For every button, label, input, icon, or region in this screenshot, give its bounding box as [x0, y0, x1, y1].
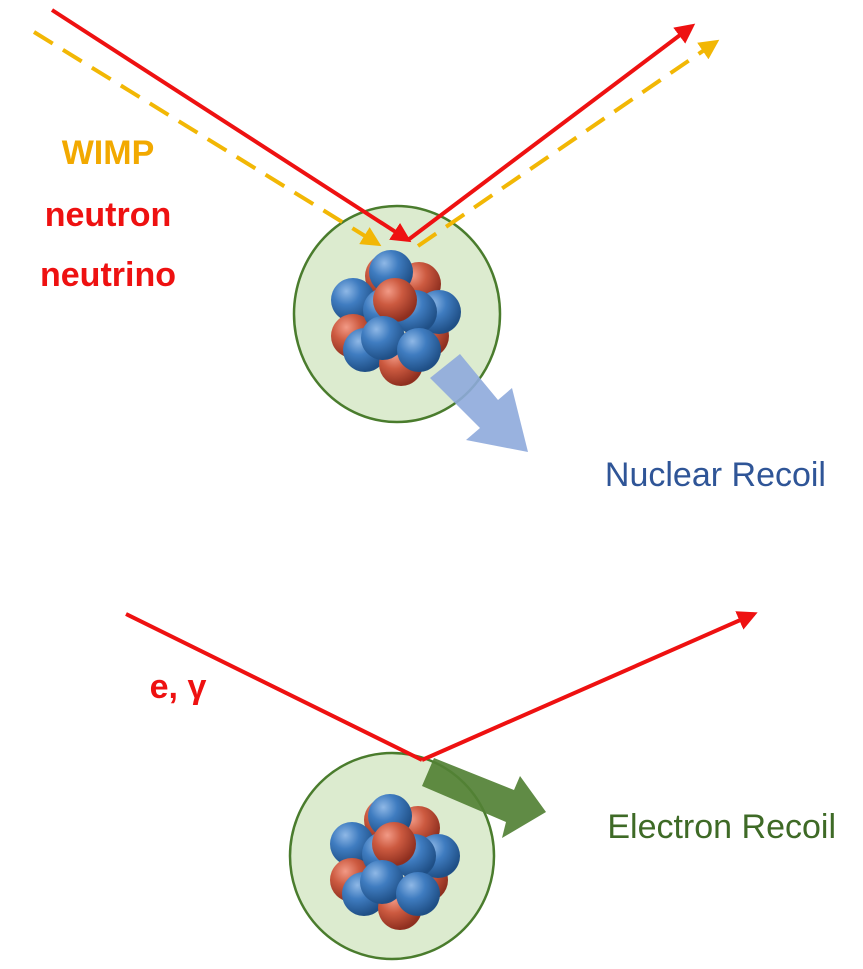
outgoing-electron-track	[421, 611, 758, 762]
label-neutron: neutron	[45, 196, 172, 234]
label-wimp: WIMP	[62, 134, 155, 172]
nuclear-recoil-arrow	[430, 354, 528, 452]
incoming-electron-track	[125, 612, 423, 762]
electron-recoil-arrow	[422, 758, 546, 838]
outgoing-wimp-track	[416, 39, 720, 248]
label-electron-recoil: Electron Recoil	[607, 808, 836, 846]
nuclear-recoil-panel: WIMP neutron neutrino Nuclear Recoil	[32, 8, 826, 494]
electron-recoil-panel: e, γ Electron Recoil	[125, 611, 836, 961]
incoming-particle-track	[50, 8, 412, 243]
label-nuclear-recoil: Nuclear Recoil	[605, 456, 826, 494]
label-neutrino: neutrino	[40, 256, 176, 294]
outgoing-particle-track	[406, 23, 696, 242]
label-electron-gamma: e, γ	[150, 668, 207, 706]
